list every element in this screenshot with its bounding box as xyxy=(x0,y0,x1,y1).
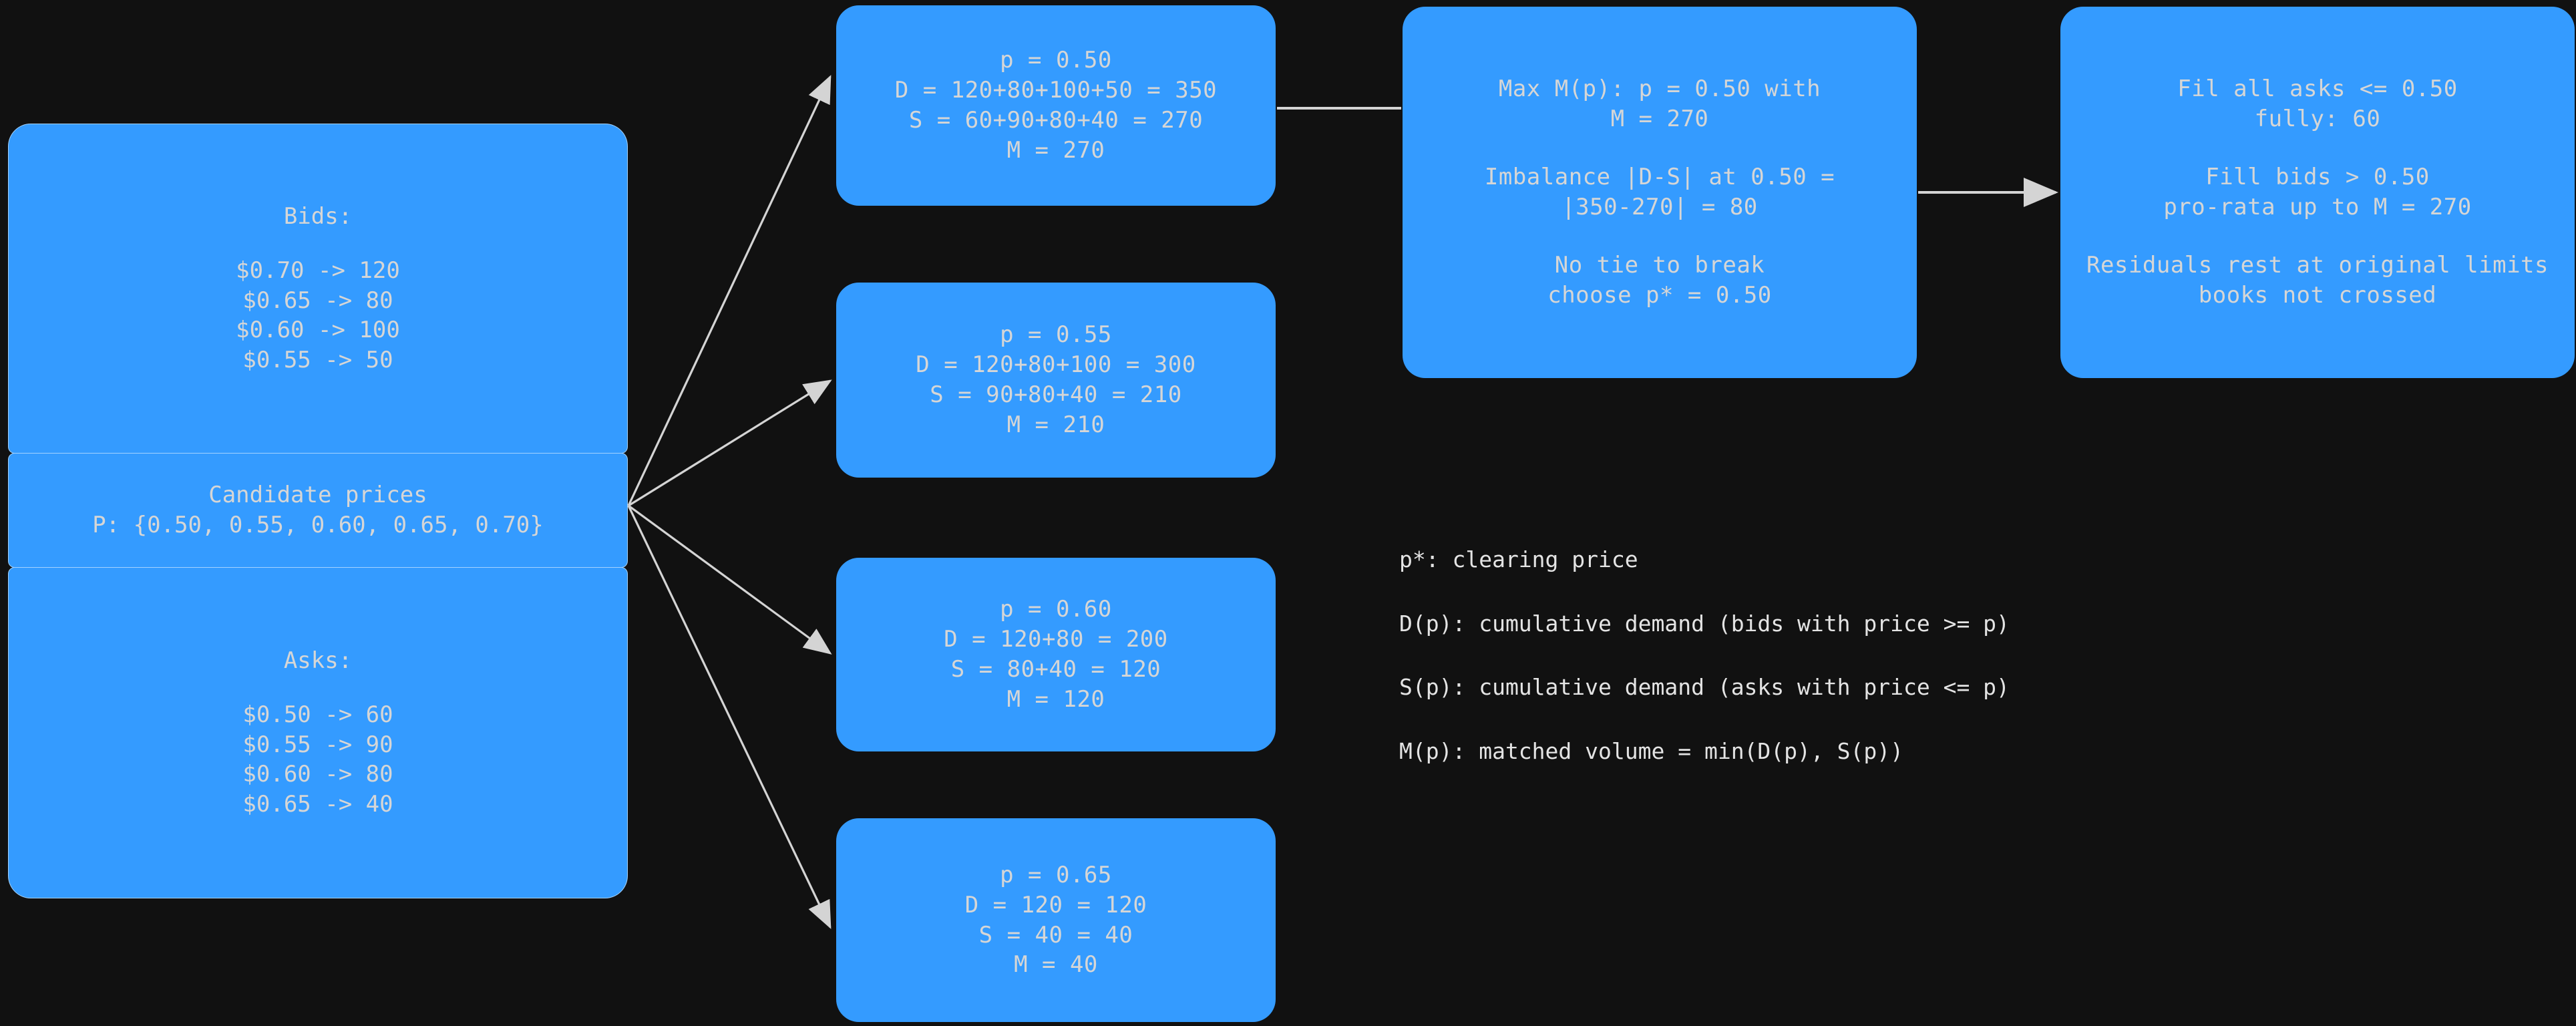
ask-level: $0.60 -> 80 xyxy=(242,761,393,788)
eval-matched: M = 40 xyxy=(1014,951,1098,979)
eval-matched: M = 120 xyxy=(1006,685,1105,713)
eval-matched: M = 210 xyxy=(1006,411,1105,438)
legend: p*: clearing price D(p): cumulative dema… xyxy=(1399,546,2201,802)
imbalance-value: |350-270| = 80 xyxy=(1561,194,1758,220)
residuals-rule: Residuals rest at original limits xyxy=(2086,251,2549,279)
ask-level: $0.50 -> 60 xyxy=(242,701,393,728)
legend-item-clearing-price: p*: clearing price xyxy=(1399,546,1638,572)
evaluation-node-p055[interactable]: p = 0.55 D = 120+80+100 = 300 S = 90+80+… xyxy=(836,283,1276,478)
fill-asks-rule: Fil all asks <= 0.50 xyxy=(2177,75,2458,103)
eval-price: p = 0.60 xyxy=(1000,596,1112,623)
bids-section[interactable]: Bids: $0.70 -> 120 $0.65 -> 80 $0.60 -> … xyxy=(8,124,628,454)
allocation-node[interactable]: Fil all asks <= 0.50 fully: 60 Fill bids… xyxy=(2060,7,2575,378)
eval-demand: D = 120 = 120 xyxy=(964,891,1147,918)
eval-price: p = 0.50 xyxy=(1000,47,1112,74)
eval-supply: S = 80+40 = 120 xyxy=(950,656,1161,683)
evaluation-node-p060[interactable]: p = 0.60 D = 120+80 = 200 S = 80+40 = 12… xyxy=(836,558,1276,751)
legend-item-supply: S(p): cumulative demand (asks with price… xyxy=(1399,674,2010,701)
legend-item-demand: D(p): cumulative demand (bids with price… xyxy=(1399,610,2010,637)
eval-price: p = 0.65 xyxy=(1000,861,1112,888)
residuals-note: books not crossed xyxy=(2198,281,2437,309)
max-volume-line: M = 270 xyxy=(1610,106,1709,133)
eval-supply: S = 90+80+40 = 210 xyxy=(930,381,1182,408)
ask-level: $0.55 -> 90 xyxy=(242,731,393,758)
clearing-price-line: choose p* = 0.50 xyxy=(1547,281,1772,309)
eval-supply: S = 60+90+80+40 = 270 xyxy=(908,107,1204,134)
evaluation-node-p050[interactable]: p = 0.50 D = 120+80+100+50 = 350 S = 60+… xyxy=(836,5,1276,206)
eval-demand: D = 120+80+100+50 = 350 xyxy=(894,77,1218,104)
order-book-panel: Bids: $0.70 -> 120 $0.65 -> 80 $0.60 -> … xyxy=(8,124,628,898)
eval-matched: M = 270 xyxy=(1006,136,1105,164)
eval-demand: D = 120+80 = 200 xyxy=(944,626,1168,653)
clearing-decision-node[interactable]: Max M(p): p = 0.50 with M = 270 Imbalanc… xyxy=(1403,7,1917,378)
asks-header: Asks: xyxy=(283,647,353,674)
edge-candidates-to-p060 xyxy=(628,504,832,655)
eval-price: p = 0.55 xyxy=(1000,321,1112,349)
imbalance-label: Imbalance |D-S| at 0.50 = xyxy=(1484,164,1835,191)
max-objective-line: Max M(p): p = 0.50 with xyxy=(1498,75,1821,103)
evaluation-node-p065[interactable]: p = 0.65 D = 120 = 120 S = 40 = 40 M = 4… xyxy=(836,818,1276,1022)
fill-bids-prorata: pro-rata up to M = 270 xyxy=(2163,194,2472,220)
edge-candidates-to-p050 xyxy=(627,75,832,506)
bids-header: Bids: xyxy=(283,202,353,230)
candidate-prices-header: Candidate prices xyxy=(208,482,427,509)
edge-candidates-to-p055 xyxy=(628,379,832,507)
fill-asks-quantity: fully: 60 xyxy=(2254,106,2381,133)
legend-item-matched: M(p): matched volume = min(D(p), S(p)) xyxy=(1399,737,1903,764)
eval-demand: D = 120+80+100 = 300 xyxy=(916,351,1196,379)
bid-level: $0.65 -> 80 xyxy=(242,287,393,314)
candidate-prices-set: P: {0.50, 0.55, 0.60, 0.65, 0.70} xyxy=(92,512,544,538)
candidate-prices-section[interactable]: Candidate prices P: {0.50, 0.55, 0.60, 0… xyxy=(8,453,628,568)
bid-level: $0.60 -> 100 xyxy=(236,317,400,344)
fill-bids-rule: Fill bids > 0.50 xyxy=(2205,164,2430,191)
bid-level: $0.55 -> 50 xyxy=(242,347,393,374)
ask-level: $0.65 -> 40 xyxy=(242,791,393,818)
asks-section[interactable]: Asks: $0.50 -> 60 $0.55 -> 90 $0.60 -> 8… xyxy=(8,567,628,898)
bid-level: $0.70 -> 120 xyxy=(236,256,400,284)
edge-candidates-to-p065 xyxy=(627,505,832,929)
eval-supply: S = 40 = 40 xyxy=(978,921,1133,949)
tiebreak-label: No tie to break xyxy=(1554,251,1765,279)
